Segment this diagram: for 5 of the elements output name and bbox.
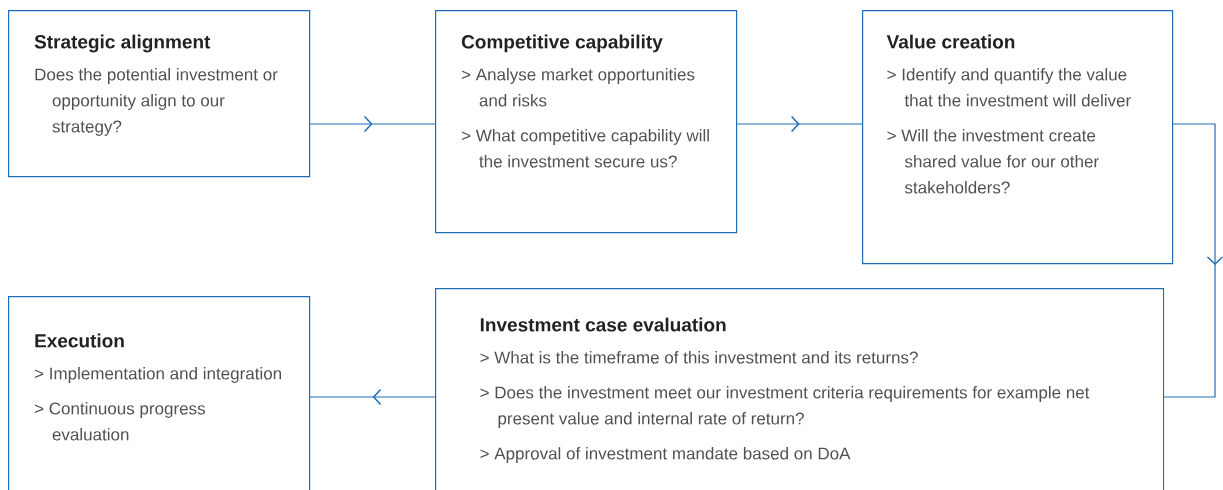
- process-box: Investment case evaluation > What is the timeframe of this investment and its returns? > Does the investment meet our investment criteria requirements for example net present value and internal rate of return? > Approval of investment mandate based on DoA: [435, 288, 1165, 490]
- process-box: Execution > Implementation and integration > Continuous progress evaluation: [8, 296, 311, 490]
- process-box: Strategic alignment Does the potential investment or opportunity align to our strategy?: [8, 10, 311, 178]
- process-box: Competitive capability > Analyse market opportunities and risks > What competitive capability will the investment secure us?: [435, 10, 738, 234]
- process-box: Value creation > Identify and quantify the value that the investment will deliver > Will the investment create shared value for our other stakeholders?: [862, 10, 1174, 265]
